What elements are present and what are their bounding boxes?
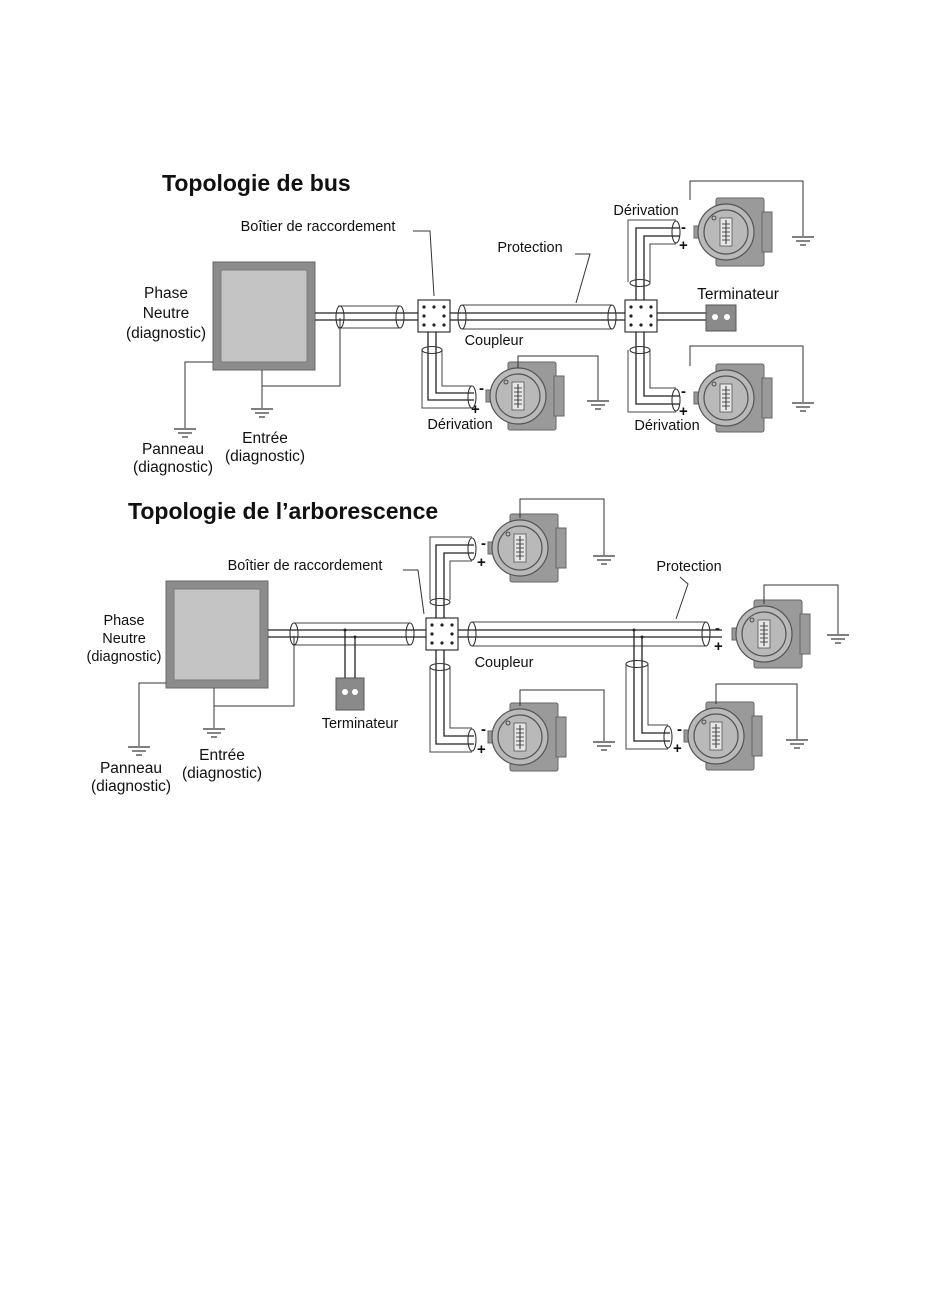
tree-shield-label: Protection <box>656 559 721 575</box>
tree-input-label: Entrée <box>199 747 245 764</box>
bus-drop-cable-top <box>627 219 681 300</box>
tree-input-diagnostic: (diagnostic) <box>182 765 262 782</box>
bus-drop-label-mid: Dérivation <box>427 417 492 433</box>
tree-branch-plus: + <box>673 740 682 757</box>
tree-input-ground-icon <box>202 728 226 738</box>
tree-supply-phase: Phase <box>103 613 144 629</box>
tree-end-minus: - <box>715 620 720 637</box>
tree-upper-plus: + <box>477 554 486 571</box>
tree-end-ground-icon <box>826 634 850 644</box>
bus-panel-diagnostic: (diagnostic) <box>133 459 213 476</box>
bus-mid-ground-wire <box>517 355 599 400</box>
tree-junction-box-label: Boîtier de raccordement <box>228 558 383 574</box>
tree-shield-ground-wire <box>214 636 295 707</box>
bus-shield-label: Protection <box>497 240 562 256</box>
tree-drop-cable-lower <box>429 650 477 753</box>
tree-jbox-leader <box>403 569 425 615</box>
bus-terminator-label: Terminateur <box>697 286 779 303</box>
tree-lower-ground-wire <box>519 689 605 741</box>
bus-panel-ground-wire <box>184 361 213 428</box>
bus-right-ground-icon <box>791 402 815 412</box>
bus-coupler-label: Coupleur <box>465 333 524 349</box>
tree-branch-ground-wire <box>715 683 798 739</box>
bus-panel-ground-icon <box>173 428 197 438</box>
bus-mid-plus: + <box>471 401 480 418</box>
tree-branch-minus: - <box>677 721 682 738</box>
bus-mid-ground-icon <box>586 400 610 410</box>
tree-panel-ground-icon <box>127 746 151 756</box>
bus-junction-box-label: Boîtier de raccordement <box>241 219 396 235</box>
bus-terminator <box>657 304 737 332</box>
tree-branch-ground-icon <box>785 739 809 749</box>
tree-transmitter-end-icon <box>731 599 811 669</box>
bus-top-ground-wire <box>689 180 804 236</box>
tree-lower-plus: + <box>477 741 486 758</box>
bus-trunk-cable-1 <box>315 305 420 329</box>
tree-end-ground-wire <box>763 584 839 634</box>
bus-drop-label-top: Dérivation <box>613 203 678 219</box>
bus-right-plus: + <box>679 403 688 420</box>
tree-upper-ground-wire <box>519 498 605 555</box>
bus-input-label: Entrée <box>242 430 288 447</box>
bus-panel-label: Panneau <box>142 441 204 458</box>
tree-title: Topologie de l’arborescence <box>128 498 438 524</box>
bus-shield-ground-wire <box>262 318 341 387</box>
bus-supply-neutre: Neutre <box>143 305 190 322</box>
bus-transmitter-top-icon <box>693 197 773 267</box>
bus-title: Topologie de bus <box>162 170 351 196</box>
tree-panel-label: Panneau <box>100 760 162 777</box>
tree-drop-cable-upper <box>429 536 477 618</box>
bus-top-minus: - <box>681 219 686 236</box>
tree-shield-leader <box>675 576 689 620</box>
bus-top-plus: + <box>679 237 688 254</box>
bus-right-minus: - <box>681 383 686 400</box>
bus-mid-minus: - <box>479 380 484 397</box>
bus-junction-box-1 <box>417 299 451 333</box>
tree-upper-minus: - <box>481 535 486 552</box>
bus-trunk-cable-2 <box>450 304 626 330</box>
bus-power-supply <box>212 261 316 371</box>
tree-upper-ground-icon <box>592 555 616 565</box>
tree-transmitter-upper-icon <box>487 513 567 583</box>
bus-drop-cable-mid <box>421 332 477 409</box>
tree-panel-ground-wire <box>138 682 166 746</box>
tree-junction-box <box>425 617 459 651</box>
bus-right-ground-wire <box>689 345 804 402</box>
tree-coupler-label: Coupleur <box>475 655 534 671</box>
tree-supply-diagnostic: (diagnostic) <box>87 649 162 665</box>
bus-shield-leader <box>575 253 591 304</box>
tree-lower-minus: - <box>481 721 486 738</box>
bus-junction-box-2 <box>624 299 658 333</box>
tree-panel-diagnostic: (diagnostic) <box>91 778 171 795</box>
bus-transmitter-mid-icon <box>485 361 565 431</box>
bus-drop-cable-right <box>627 332 681 413</box>
tree-drop-cable-branch <box>625 628 673 750</box>
tree-end-plus: + <box>714 638 723 655</box>
bus-jbox-leader <box>413 230 435 297</box>
bus-input-diagnostic: (diagnostic) <box>225 448 305 465</box>
tree-transmitter-lower-icon <box>487 702 567 772</box>
tree-terminator <box>335 628 365 711</box>
bus-supply-diagnostic: (diagnostic) <box>126 325 206 342</box>
bus-drop-label-right: Dérivation <box>634 418 699 434</box>
tree-lower-ground-icon <box>592 741 616 751</box>
tree-transmitter-branch-icon <box>683 701 763 771</box>
tree-terminator-label: Terminateur <box>322 716 399 732</box>
tree-supply-neutre: Neutre <box>102 631 146 647</box>
tree-power-supply <box>165 580 269 689</box>
bus-top-ground-icon <box>791 236 815 246</box>
bus-input-ground-icon <box>250 408 274 418</box>
bus-transmitter-right-icon <box>693 363 773 433</box>
tree-trunk-cable-2 <box>458 621 722 647</box>
bus-supply-phase: Phase <box>144 285 188 302</box>
tree-trunk-cable-1 <box>268 622 428 646</box>
